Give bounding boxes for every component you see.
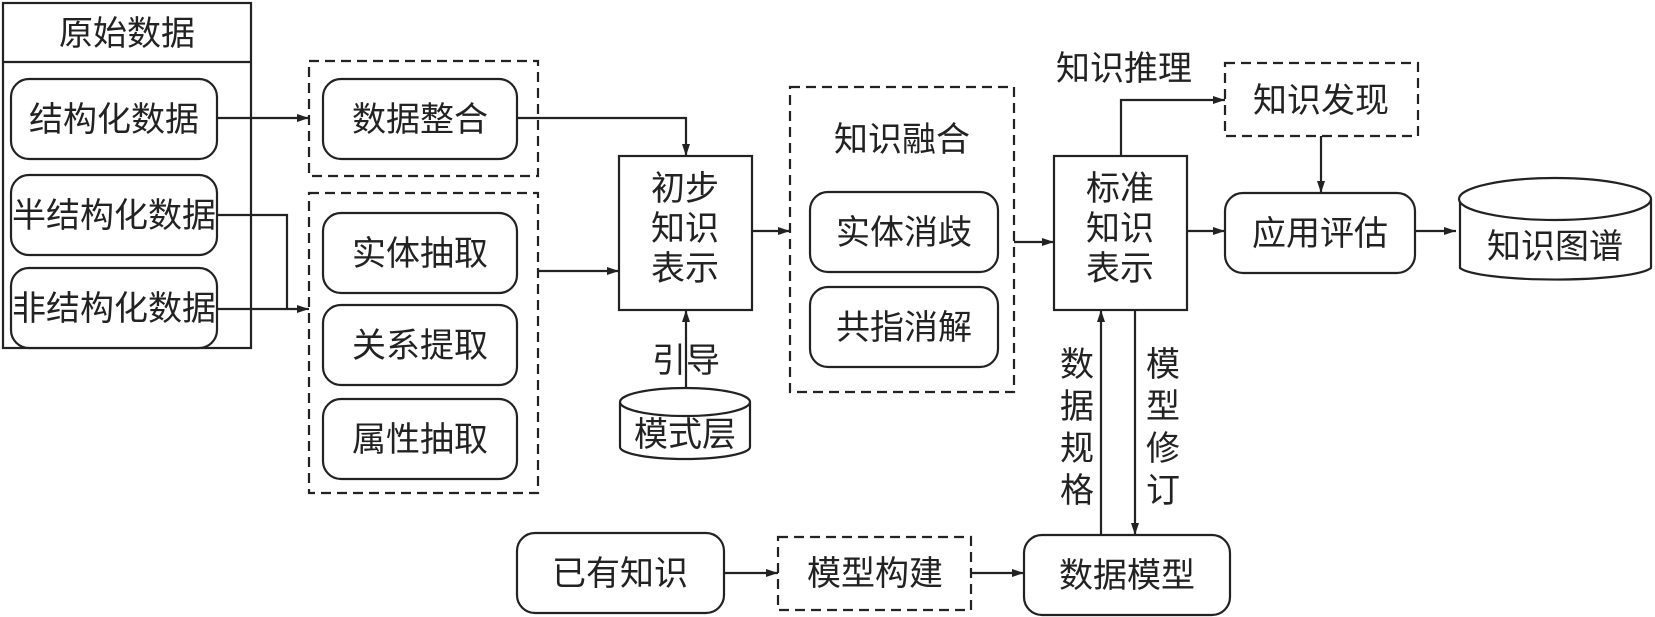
guide-label: 引导 [652,341,720,381]
relation-extraction-label: 关系提取 [352,326,488,366]
preliminary-knowledge-line-2: 知识 [651,209,719,249]
model-building-group: 模型构建 [776,535,973,612]
preliminary-knowledge-node[interactable] [617,154,754,312]
data-spec-char-4: 格 [1060,471,1094,511]
extraction-group: 实体抽取 关系提取 属性抽取 [307,191,540,495]
model-revision-char-4: 订 [1146,471,1180,511]
entity-disambiguation-label: 实体消歧 [836,213,972,253]
attribute-extraction-node[interactable] [321,397,519,481]
arrow-standard-to-discovery [1119,96,1225,156]
model-revision-char-2: 型 [1146,387,1180,427]
coreference-resolution-label: 共指消解 [836,308,972,348]
data-model-group: 数据模型 [1022,533,1232,617]
knowledge-discovery-node[interactable] [1223,61,1420,138]
model-revision-label: 模 型 修 订 [1146,345,1180,511]
schema-layer-cylinder-top [618,386,752,418]
standard-knowledge-node[interactable] [1052,154,1189,312]
entity-disambiguation-node[interactable] [808,190,1000,274]
preliminary-knowledge-line-1: 初步 [651,169,719,209]
schema-layer-group[interactable]: 模式层 [618,386,752,461]
data-spec-char-2: 据 [1060,387,1094,427]
model-revision-char-3: 修 [1146,429,1180,469]
model-revision-char-1: 模 [1146,345,1180,385]
model-building-label: 模型构建 [807,554,943,594]
data-integration-label: 数据整合 [352,100,488,140]
application-evaluation-label: 应用评估 [1252,214,1388,254]
semi-structured-data-label: 半结构化数据 [12,196,216,236]
knowledge-discovery-label: 知识发现 [1253,81,1389,121]
structured-data-label: 结构化数据 [29,100,199,140]
attribute-extraction-label: 属性抽取 [352,420,488,460]
existing-knowledge-label: 已有知识 [552,554,688,594]
standard-knowledge-line-2: 知识 [1086,209,1154,249]
application-evaluation-group: 应用评估 [1223,191,1417,275]
connector-semi-structured [217,213,289,309]
data-model-node[interactable] [1022,533,1232,617]
coreference-resolution-node[interactable] [808,285,1000,369]
preliminary-knowledge-line-3: 表示 [651,249,719,289]
knowledge-graph-cylinder-top [1457,176,1653,222]
relation-extraction-node[interactable] [321,303,519,387]
raw-data-title: 原始数据 [59,14,195,54]
extraction-dashed-frame [307,191,540,495]
entity-extraction-node[interactable] [321,211,519,295]
raw-data-group: 原始数据 结构化数据 半结构化数据 非结构化数据 [1,1,253,350]
data-model-label: 数据模型 [1059,556,1195,596]
standard-knowledge-group: 标准 知识 表示 [1052,154,1189,312]
preliminary-knowledge-group: 初步 知识 表示 [617,154,754,312]
knowledge-fusion-dashed-frame [788,85,1016,394]
entity-extraction-label: 实体抽取 [352,234,488,274]
data-integration-group: 数据整合 [307,59,540,178]
data-spec-char-1: 数 [1060,345,1094,385]
arrow-integration-to-preliminary [517,116,690,156]
data-spec-char-3: 规 [1060,429,1094,469]
data-spec-label: 数 据 规 格 [1060,345,1094,511]
knowledge-fusion-group: 知识融合 实体消歧 共指消解 [788,85,1016,394]
schema-layer-cylinder-body [618,402,752,461]
knowledge-reasoning-label: 知识推理 [1056,49,1192,89]
knowledge-graph-cylinder-body [1458,199,1653,281]
knowledge-discovery-group: 知识发现 [1223,61,1420,138]
knowledge-fusion-title: 知识融合 [834,120,970,160]
knowledge-graph-group[interactable]: 知识图谱 [1457,176,1653,281]
application-evaluation-node[interactable] [1223,191,1417,275]
knowledge-graph-label: 知识图谱 [1487,227,1623,267]
standard-knowledge-line-1: 标准 [1086,169,1154,209]
unstructured-data-label: 非结构化数据 [12,289,216,329]
schema-layer-label: 模式层 [634,415,736,455]
standard-knowledge-line-3: 表示 [1086,249,1154,289]
existing-knowledge-group: 已有知识 [515,531,726,615]
